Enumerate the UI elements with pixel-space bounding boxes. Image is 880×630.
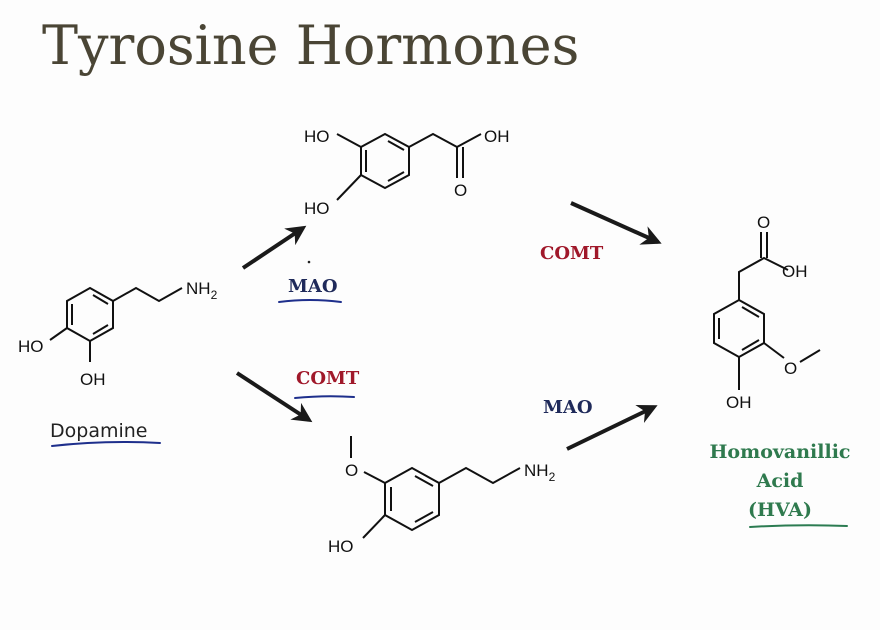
arrow-dopamine-to-dopac: [241, 225, 307, 270]
dopamine-structure: NH2 HO OH Dopamine: [18, 279, 218, 447]
dopac-structure: HO HO OH O: [304, 127, 510, 218]
enzyme-mao-top-underline: [278, 299, 342, 303]
dopamine-underline: [51, 441, 161, 447]
methoxytyramine-structure: O HO NH2: [328, 436, 556, 556]
dopamine-ho-label: HO: [18, 337, 44, 356]
methoxytyramine-nh2-label: NH2: [524, 461, 556, 484]
dopac-ring: [360, 132, 410, 190]
hva-structure: O OH O OH Homovanillic Acid (HVA): [709, 213, 851, 528]
arrow-dopac-to-hva: [570, 201, 662, 245]
stray-dot: [307, 260, 311, 264]
hva-ring: [713, 298, 765, 359]
methoxytyramine-o-label: O: [345, 461, 358, 480]
hva-oh-label: OH: [782, 262, 808, 281]
dopac-ho-bottom-label: HO: [304, 199, 330, 218]
hva-name-line3: (HVA): [748, 499, 812, 521]
hva-methoxy-o-label: O: [784, 359, 797, 378]
methoxytyramine-ho-label: HO: [328, 537, 354, 556]
dopamine-oh-label: OH: [80, 370, 106, 389]
methoxytyramine-ring: [384, 466, 440, 532]
enzyme-mao-top: MAO: [288, 276, 338, 297]
hva-oh-bottom-label: OH: [726, 393, 752, 412]
enzyme-comt-left-underline: [294, 395, 355, 399]
dopamine-ring: [66, 286, 114, 343]
hva-name-line2: Acid: [756, 470, 804, 492]
enzyme-comt-left: COMT: [296, 368, 360, 389]
hva-o-label: O: [757, 213, 770, 232]
dopamine-label: Dopamine: [50, 420, 147, 442]
arrow-dopamine-to-methoxytyramine: [235, 371, 313, 423]
hva-name-line1: Homovanillic: [709, 441, 850, 463]
dopac-ho-top-label: HO: [304, 127, 330, 146]
arrow-methoxytyramine-to-hva: [566, 404, 658, 451]
slide-title: Tyrosine Hormones: [42, 14, 580, 77]
enzyme-comt-right: COMT: [540, 243, 604, 264]
hva-underline: [749, 524, 848, 528]
dopac-oh-label: OH: [484, 127, 510, 146]
enzyme-mao-right: MAO: [543, 397, 593, 418]
dopac-o-label: O: [454, 181, 467, 200]
dopamine-nh2-label: NH2: [186, 279, 218, 302]
